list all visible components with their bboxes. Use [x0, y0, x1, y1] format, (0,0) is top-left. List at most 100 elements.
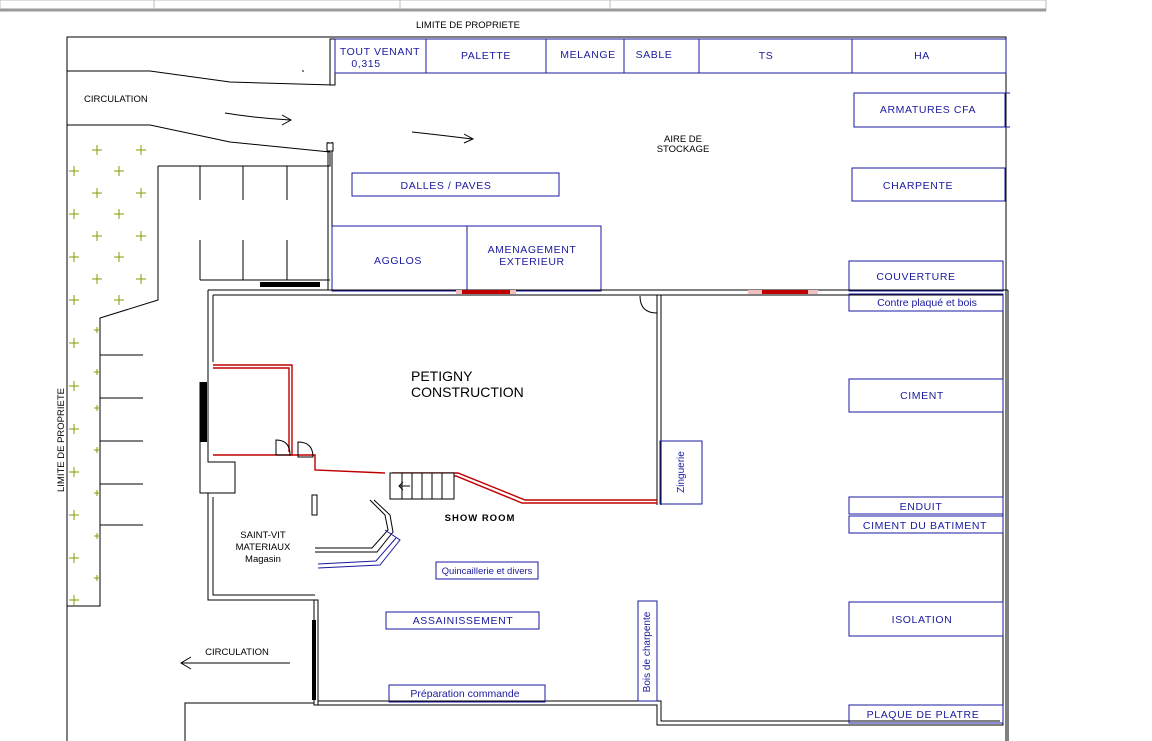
- plaque-platre-area: PLAQUE DE PLATRE: [848, 704, 1004, 724]
- staircase: [315, 472, 455, 569]
- property-limit-side-label: LIMITE DE PROPRIETE: [56, 388, 67, 492]
- plant-marker: [69, 510, 79, 520]
- bin-melange: MELANGE: [545, 38, 625, 74]
- ciment-area: CIMENT: [848, 378, 1004, 413]
- isolation-label: ISOLATION: [892, 614, 953, 626]
- plant-marker: [69, 467, 79, 477]
- plant-marker: [92, 274, 102, 284]
- plant-marker: [94, 447, 100, 453]
- vegetation-area: [67, 145, 331, 607]
- bin-sable: SABLE: [623, 38, 700, 74]
- bin-ha-label: HA: [914, 50, 930, 62]
- assainissement-label: ASSAINISSEMENT: [413, 615, 514, 627]
- bin-palette: PALETTE: [425, 38, 547, 74]
- bin-tout-venant: TOUT VENANT 0,315: [334, 38, 427, 74]
- charpente-label: CHARPENTE: [883, 180, 953, 192]
- amenagement-exterieur-area: AMENAGEMENT EXTERIEUR: [466, 225, 602, 292]
- main-building: [199, 289, 1009, 741]
- ciment-label: CIMENT: [900, 390, 944, 402]
- zinguerie-area: Zinguerie: [659, 440, 703, 505]
- bin-ha: HA: [851, 38, 1007, 74]
- road-edge-bottom: [67, 124, 331, 153]
- road-edge-top: [67, 70, 334, 86]
- plant-marker: [92, 231, 102, 241]
- quincaillerie-area: Quincaillerie et divers: [435, 561, 539, 580]
- property-limit-top-label: LIMITE DE PROPRIETE: [416, 20, 520, 31]
- plant-marker: [92, 145, 102, 155]
- amenagement-label-2: EXTERIEUR: [499, 256, 565, 268]
- preparation-label: Préparation commande: [410, 688, 519, 700]
- plant-marker: [114, 295, 124, 305]
- aire-stockage-label-2: STOCKAGE: [657, 144, 710, 155]
- magasin-label-2: MATERIAUX: [236, 542, 291, 553]
- preparation-commande-area: Préparation commande: [388, 684, 546, 703]
- plant-marker: [69, 295, 79, 305]
- aire-stockage-label: AIRE DE: [664, 134, 702, 145]
- plant-marker: [69, 252, 79, 262]
- bin-melange-label: MELANGE: [560, 49, 616, 61]
- armatures-label: ARMATURES CFA: [880, 104, 976, 116]
- bin-sable-label: SABLE: [636, 49, 673, 61]
- amenagement-label: AMENAGEMENT: [488, 244, 577, 256]
- ciment-batiment-label: CIMENT DU BATIMENT: [863, 520, 987, 532]
- plant-marker: [94, 533, 100, 539]
- magasin-label-1: SAINT-VIT: [240, 530, 286, 541]
- plant-marker: [69, 424, 79, 434]
- quincaillerie-label: Quincaillerie et divers: [442, 566, 533, 577]
- bin-ts: TS: [698, 38, 853, 74]
- circulation-top-label: CIRCULATION: [84, 94, 148, 105]
- plant-marker: [69, 553, 79, 563]
- agglos-label: AGGLOS: [374, 255, 422, 267]
- bin-tout-venant-label: TOUT VENANT: [340, 46, 420, 58]
- dalles-paves-area: DALLES / PAVES: [351, 172, 560, 197]
- enduit-area: ENDUIT: [848, 496, 1004, 515]
- agglos-area: AGGLOS: [331, 225, 468, 292]
- plant-marker: [114, 209, 124, 219]
- plant-marker: [69, 166, 79, 176]
- parking-left: [100, 354, 143, 526]
- bois-charpente-area: Bois de charpente: [637, 600, 658, 702]
- enduit-label: ENDUIT: [900, 501, 943, 513]
- property-boundary: [66, 36, 1007, 741]
- couverture-area: COUVERTURE: [848, 260, 1004, 292]
- contre-plaque-area: Contre plaqué et bois: [848, 293, 1004, 312]
- dalles-paves-label: DALLES / PAVES: [401, 180, 492, 192]
- ciment-batiment-area: CIMENT DU BATIMENT: [848, 515, 1004, 534]
- couverture-label: COUVERTURE: [876, 271, 955, 283]
- plant-marker: [114, 252, 124, 262]
- arrow-left-icon: [180, 656, 290, 670]
- arrow-right-icon: [224, 112, 293, 126]
- bin-ts-label: TS: [759, 50, 774, 62]
- plant-marker: [136, 231, 146, 241]
- company-name-line2: CONSTRUCTION: [411, 384, 524, 400]
- charpente-area: CHARPENTE: [851, 167, 1006, 202]
- plant-marker: [69, 338, 79, 348]
- road-edge-lower: [184, 702, 314, 741]
- plant-marker: [136, 145, 146, 155]
- armatures-cfa-area: ARMATURES CFA: [853, 92, 1010, 128]
- plant-marker: [69, 209, 79, 219]
- bin-tout-venant-value: 0,315: [351, 58, 380, 70]
- plant-marker: [92, 188, 102, 198]
- plant-marker: [136, 188, 146, 198]
- bois-charpente-label: Bois de charpente: [642, 611, 653, 692]
- arrow-right-icon: [411, 131, 475, 144]
- plant-marker: [136, 274, 146, 284]
- assainissement-area: ASSAINISSEMENT: [385, 611, 540, 630]
- parking-top: [199, 142, 334, 290]
- plant-marker: [114, 166, 124, 176]
- plaque-platre-label: PLAQUE DE PLATRE: [867, 709, 980, 721]
- contre-plaque-label: Contre plaqué et bois: [877, 297, 977, 309]
- company-name-line1: PETIGNY: [411, 368, 473, 384]
- bin-palette-label: PALETTE: [461, 50, 511, 62]
- circulation-bottom-label: CIRCULATION: [205, 647, 269, 658]
- plant-marker: [94, 405, 100, 411]
- plant-marker: [94, 490, 100, 496]
- isolation-area: ISOLATION: [848, 601, 1004, 637]
- plant-marker: [94, 369, 100, 375]
- plant-marker: [69, 595, 79, 605]
- plant-marker: [94, 327, 100, 333]
- showroom-label: SHOW ROOM: [445, 513, 516, 524]
- plant-marker: [69, 381, 79, 391]
